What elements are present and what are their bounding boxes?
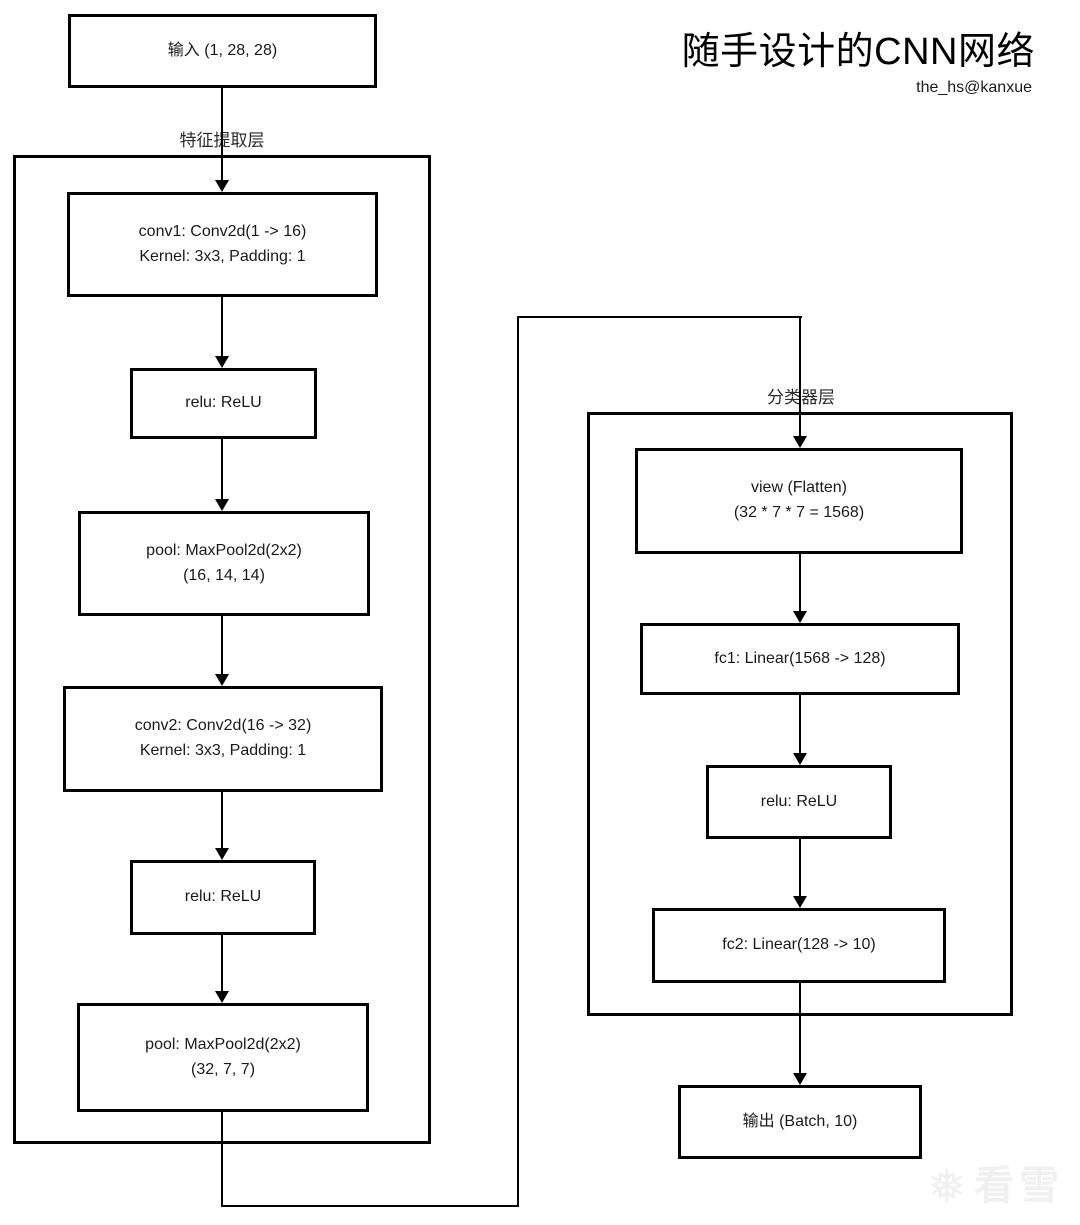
arrowhead-icon [793, 1073, 807, 1085]
edge-pool2-view-segment-right2 [517, 316, 802, 318]
node-fc2-label: fc2: Linear(128 -> 10) [722, 936, 876, 954]
arrowhead-icon [793, 436, 807, 448]
node-relu2-label: relu: ReLU [184, 888, 262, 906]
node-output: 输出 (Batch, 10) [678, 1085, 922, 1159]
edge-fc1-relu3 [799, 695, 801, 755]
node-fc1-label: fc1: Linear(1568 -> 128) [714, 649, 886, 667]
author-credit: the_hs@kanxue [916, 79, 1032, 96]
arrowhead-icon [793, 753, 807, 765]
edge-pool2-view-segment-up [517, 316, 519, 1207]
node-pool1: pool: MaxPool2d(2x2) (16, 14, 14) [78, 511, 370, 616]
node-pool1-line1: pool: MaxPool2d(2x2) [146, 541, 302, 559]
arrowhead-icon [215, 180, 229, 192]
node-relu3-label: relu: ReLU [760, 792, 838, 810]
node-conv2-line1: conv2: Conv2d(16 -> 32) [134, 717, 312, 735]
watermark-text: 看雪 [974, 1164, 1064, 1208]
node-input: 输入 (1, 28, 28) [68, 14, 377, 88]
node-pool2: pool: MaxPool2d(2x2) (32, 7, 7) [77, 1003, 369, 1112]
edge-pool2-view-segment-into [799, 316, 801, 437]
node-relu2: relu: ReLU [130, 860, 316, 935]
edge-pool2-view-segment-right [221, 1205, 519, 1207]
node-relu1-label: relu: ReLU [185, 394, 262, 412]
arrowhead-icon [215, 991, 229, 1003]
arrowhead-icon [793, 611, 807, 623]
arrowhead-icon [215, 356, 229, 368]
node-pool2-line2: (32, 7, 7) [190, 1060, 256, 1078]
edge-view-fc1 [799, 554, 801, 613]
snowflake-icon: ❅ [927, 1160, 966, 1212]
node-conv1-line2: Kernel: 3x3, Padding: 1 [139, 247, 306, 265]
node-pool1-line2: (16, 14, 14) [183, 566, 265, 584]
node-relu3: relu: ReLU [706, 765, 892, 839]
node-conv1: conv1: Conv2d(1 -> 16) Kernel: 3x3, Padd… [67, 192, 378, 297]
node-conv2: conv2: Conv2d(16 -> 32) Kernel: 3x3, Pad… [63, 686, 383, 792]
edge-fc2-output [799, 983, 801, 1075]
node-fc2: fc2: Linear(128 -> 10) [652, 908, 946, 983]
arrowhead-icon [215, 674, 229, 686]
edge-input-conv1 [221, 88, 223, 182]
group-classifier-label: 分类器层 [767, 388, 835, 407]
node-pool2-line1: pool: MaxPool2d(2x2) [145, 1035, 301, 1053]
node-conv2-line2: Kernel: 3x3, Padding: 1 [139, 742, 307, 759]
edge-pool2-view-segment-down [221, 1112, 223, 1207]
node-output-label: 输出 (Batch, 10) [742, 1112, 858, 1130]
watermark: ❅ 看雪 [927, 1163, 1064, 1209]
node-fc1: fc1: Linear(1568 -> 128) [640, 623, 960, 695]
arrowhead-icon [793, 896, 807, 908]
arrowhead-icon [215, 499, 229, 511]
node-view-flatten: view (Flatten) (32 * 7 * 7 = 1568) [635, 448, 963, 554]
edge-conv1-relu1 [221, 297, 223, 358]
node-input-label: 输入 (1, 28, 28) [167, 41, 278, 59]
node-view-line2: (32 * 7 * 7 = 1568) [733, 504, 865, 521]
page-title: 随手设计的CNN网络 [681, 31, 1035, 73]
node-view-line1: view (Flatten) [750, 479, 848, 497]
arrowhead-icon [215, 848, 229, 860]
edge-conv2-relu2 [221, 792, 223, 850]
edge-relu1-pool1 [221, 439, 223, 501]
edge-relu3-fc2 [799, 839, 801, 898]
edge-pool1-conv2 [221, 616, 223, 676]
edge-relu2-pool2 [221, 935, 223, 993]
node-relu1: relu: ReLU [130, 368, 317, 439]
node-conv1-line1: conv1: Conv2d(1 -> 16) [138, 222, 307, 240]
